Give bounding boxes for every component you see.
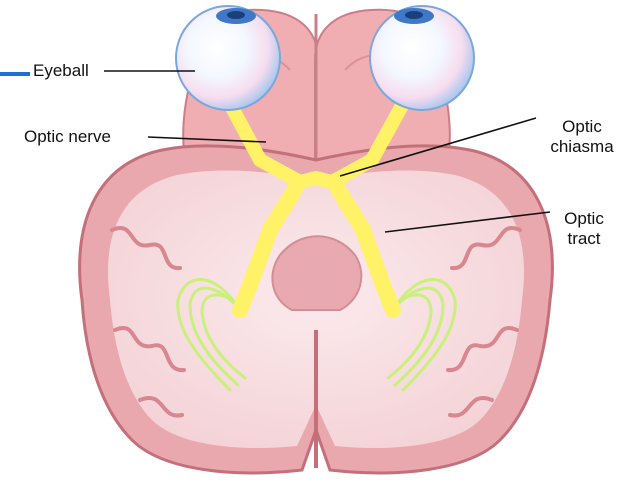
brain-cross-section <box>80 146 553 473</box>
optic-tract-label-line-2: tract <box>552 229 616 249</box>
optic-tract-label-line-1: Optic <box>552 209 616 229</box>
right-eyeball <box>370 6 474 110</box>
eyeball-label: Eyeball <box>33 61 89 81</box>
left-eyeball <box>176 6 280 110</box>
optic-chiasma-label-line-1: Optic <box>542 117 622 137</box>
optic-chiasma-label-line-2: chiasma <box>542 137 622 157</box>
optic-nerve-label: Optic nerve <box>24 127 111 147</box>
accent-bar <box>0 72 30 76</box>
optic-tract-label: Optic tract <box>552 209 616 249</box>
optic-chiasma-label: Optic chiasma <box>542 117 622 157</box>
